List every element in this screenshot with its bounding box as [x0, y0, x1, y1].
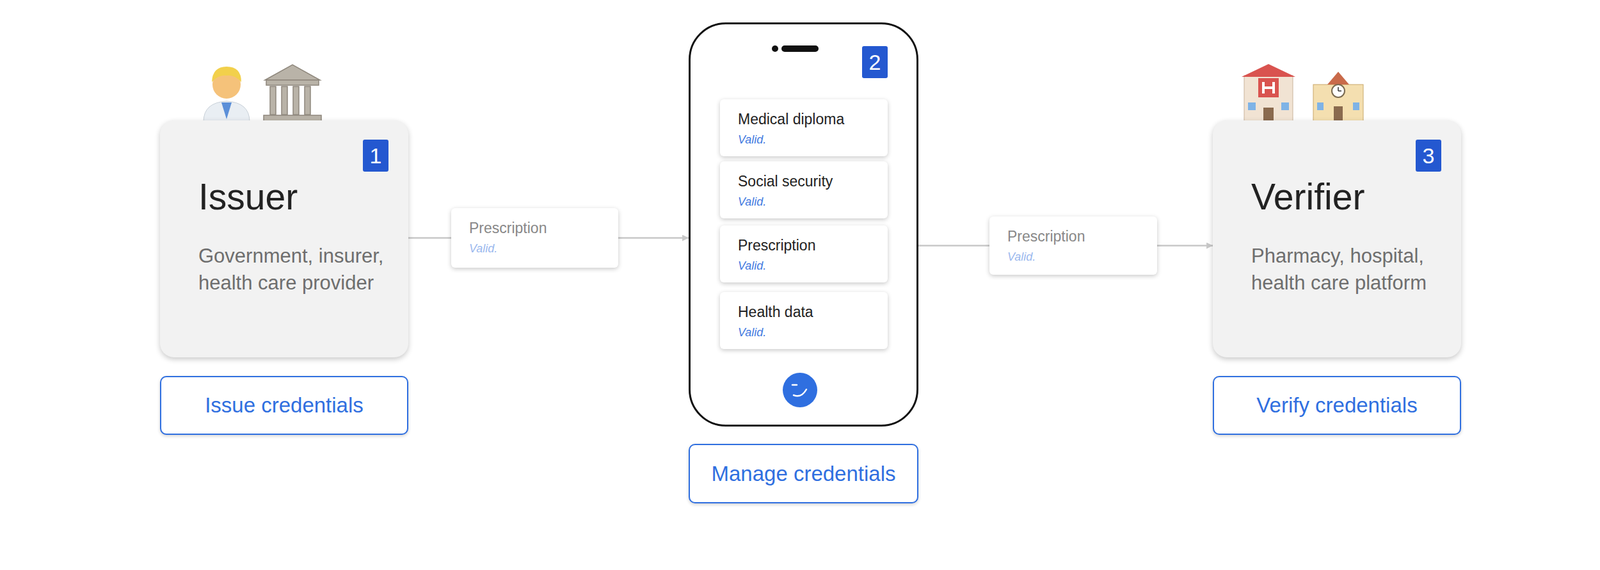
doctor-icon: [203, 66, 250, 122]
credential-name: Prescription: [469, 219, 611, 237]
role-title: Verifier: [1251, 176, 1444, 217]
role-description: Pharmacy, hospital, health care platform: [1251, 242, 1444, 297]
button-label: Manage credentials: [711, 461, 896, 486]
flow-connector: [1157, 244, 1213, 247]
action-button: Issue credentials: [160, 375, 409, 435]
action-button: Verify credentials: [1212, 375, 1462, 435]
phone-wallet: 2Medical diplomaValid.Social securityVal…: [688, 22, 919, 427]
button-label: Verify credentials: [1256, 392, 1417, 418]
credential-status: Valid.: [737, 195, 880, 209]
flow-connector: [408, 236, 452, 239]
school-icon: [1313, 71, 1364, 122]
flow-connector: [918, 244, 990, 247]
credential-status: Valid.: [737, 259, 880, 273]
flow-connector: [618, 236, 689, 239]
credential-card: PrescriptionValid.: [989, 216, 1158, 275]
button-label: Issue credentials: [204, 392, 364, 418]
credential-name: Prescription: [1007, 227, 1150, 246]
step-number: 2: [862, 46, 888, 79]
bank-icon: [263, 64, 322, 121]
step-number: 1: [362, 139, 389, 172]
credential-status: Valid.: [469, 241, 611, 256]
phone-speaker: [781, 45, 819, 52]
role-description: Government, insurer, health care provide…: [198, 242, 391, 297]
credential-card: Social securityValid.: [720, 161, 888, 219]
role-box: 3VerifierPharmacy, hospital, health care…: [1212, 120, 1462, 358]
credential-status: Valid.: [737, 133, 880, 147]
phone-home-button: [782, 372, 818, 408]
credential-status: Valid.: [1007, 250, 1150, 264]
credential-card: Health dataValid.: [720, 291, 888, 349]
step-number: 3: [1415, 139, 1442, 172]
credential-card: PrescriptionValid.: [451, 208, 619, 268]
role-box: 1IssuerGovernment, insurer, health care …: [160, 120, 409, 358]
credential-card: Medical diplomaValid.: [720, 99, 888, 157]
action-button: Manage credentials: [688, 443, 919, 504]
role-title: Issuer: [198, 176, 391, 217]
credential-name: Medical diploma: [737, 110, 880, 128]
credential-name: Social security: [737, 172, 880, 191]
credential-card: PrescriptionValid.: [720, 225, 888, 283]
credential-name: Prescription: [737, 236, 880, 255]
phone-camera: [771, 45, 779, 52]
credential-name: Health data: [737, 303, 880, 321]
credential-status: Valid.: [737, 325, 880, 340]
hospital-icon: [1241, 64, 1296, 122]
